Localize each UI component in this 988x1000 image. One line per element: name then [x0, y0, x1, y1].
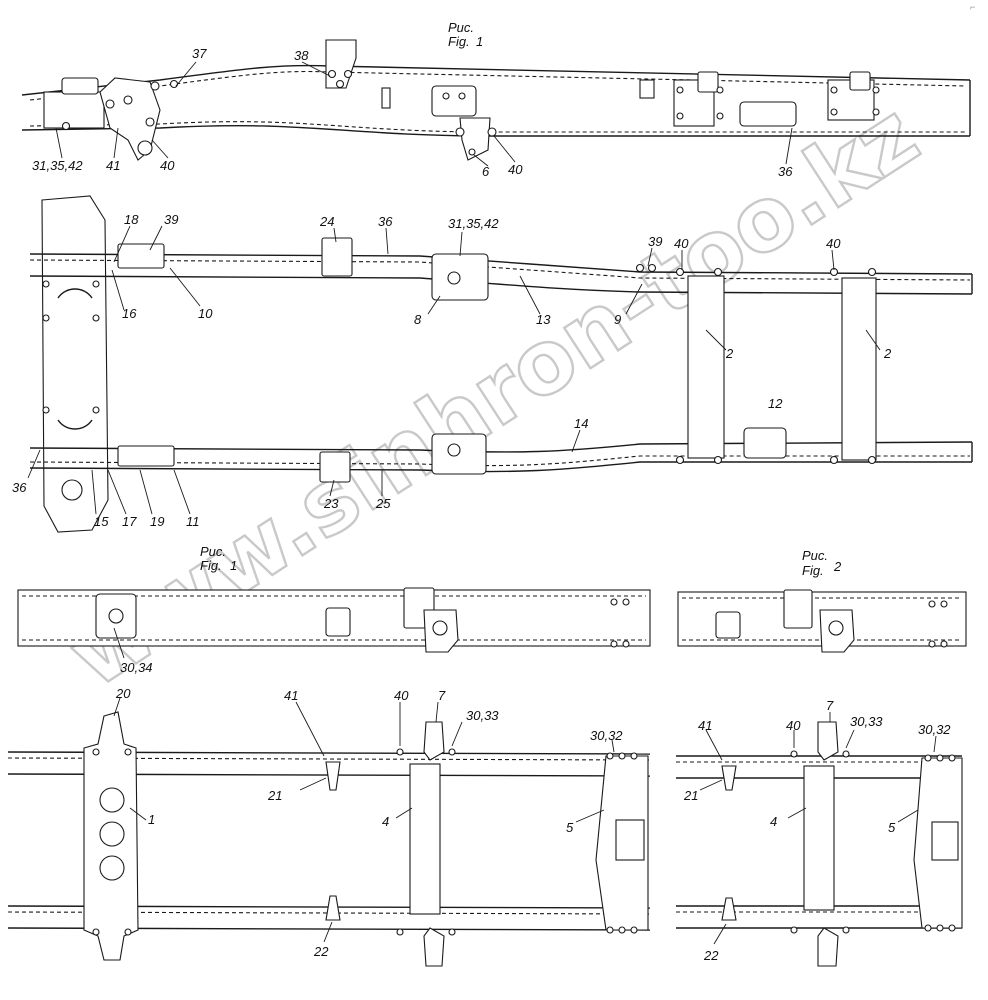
- label-30-32-a: 30,32: [590, 728, 623, 743]
- fig1-side-view-frame: Рис. Fig. 1: [21, 20, 971, 167]
- label-15: 15: [94, 514, 109, 529]
- label-36-c: 36: [12, 480, 27, 495]
- label-39-b: 39: [648, 234, 662, 249]
- fig1-mid-title-ru: Рис.: [200, 544, 226, 559]
- fig2-rear-plan-view: [676, 712, 963, 967]
- label-40-c: 40: [826, 236, 841, 251]
- label-20: 20: [115, 686, 131, 701]
- label-37: 37: [192, 46, 207, 61]
- fig1-rear-plan-view: [7, 697, 651, 967]
- label-31-35-42-b: 31,35,42: [448, 216, 499, 231]
- label-13: 13: [536, 312, 551, 327]
- label-9: 9: [614, 312, 621, 327]
- label-41-d: 41: [698, 718, 712, 733]
- fig2-rear-side-view: Рис. Fig. 2: [677, 548, 967, 653]
- label-22-a: 22: [313, 944, 329, 959]
- label-30-32-b: 30,32: [918, 722, 951, 737]
- label-40-e: 40: [786, 718, 801, 733]
- fig1-title-en: Fig.: [448, 34, 470, 49]
- label-5-a: 5: [566, 820, 574, 835]
- fig2-title-ru: Рис.: [802, 548, 828, 563]
- label-6: 6: [482, 164, 490, 179]
- fig1-plan-view-frame: [27, 195, 973, 533]
- label-30-33-b: 30,33: [850, 714, 883, 729]
- label-22-b: 22: [703, 948, 719, 963]
- label-5-b: 5: [888, 820, 896, 835]
- fig1-mid-title-en: Fig.: [200, 558, 222, 573]
- label-2-b: 2: [883, 346, 892, 361]
- label-41-top: 41: [106, 158, 120, 173]
- label-41-c: 41: [284, 688, 298, 703]
- label-4-a: 4: [382, 814, 389, 829]
- fig1-title-ru: Рис.: [448, 20, 474, 35]
- label-21-b: 21: [683, 788, 698, 803]
- label-36-top: 36: [778, 164, 793, 179]
- label-7-b: 7: [826, 698, 834, 713]
- label-23: 23: [323, 496, 339, 511]
- label-30-33-a: 30,33: [466, 708, 499, 723]
- fig1-title-num: 1: [476, 34, 483, 49]
- label-17: 17: [122, 514, 137, 529]
- label-2-a: 2: [725, 346, 734, 361]
- label-4-b: 4: [770, 814, 777, 829]
- label-30-34: 30,34: [120, 660, 153, 675]
- label-7-a: 7: [438, 688, 446, 703]
- label-39-a: 39: [164, 212, 178, 227]
- label-24: 24: [319, 214, 334, 229]
- fig2-title-en: Fig.: [802, 563, 824, 578]
- label-14: 14: [574, 416, 588, 431]
- label-40-d: 40: [394, 688, 409, 703]
- label-8: 8: [414, 312, 422, 327]
- label-18: 18: [124, 212, 139, 227]
- label-31-35-42-top: 31,35,42: [32, 158, 83, 173]
- label-19: 19: [150, 514, 164, 529]
- fig2-title-num: 2: [833, 559, 842, 574]
- corner-mark: ⌐: [970, 2, 975, 12]
- label-40-top-a: 40: [160, 158, 175, 173]
- label-21-a: 21: [267, 788, 282, 803]
- label-40-top-b: 40: [508, 162, 523, 177]
- fig1-rear-side-view: Рис. Fig. 1: [17, 544, 651, 659]
- label-10: 10: [198, 306, 213, 321]
- label-16: 16: [122, 306, 137, 321]
- label-11: 11: [186, 514, 200, 529]
- label-25: 25: [375, 496, 391, 511]
- fig1-mid-title-num: 1: [230, 558, 237, 573]
- callout-labels: 37 38 31,35,42 41 40 6 40 36 18 39 24 36…: [12, 46, 951, 963]
- label-40-b: 40: [674, 236, 689, 251]
- label-38: 38: [294, 48, 309, 63]
- label-36-b: 36: [378, 214, 393, 229]
- label-12: 12: [768, 396, 783, 411]
- label-1: 1: [148, 812, 155, 827]
